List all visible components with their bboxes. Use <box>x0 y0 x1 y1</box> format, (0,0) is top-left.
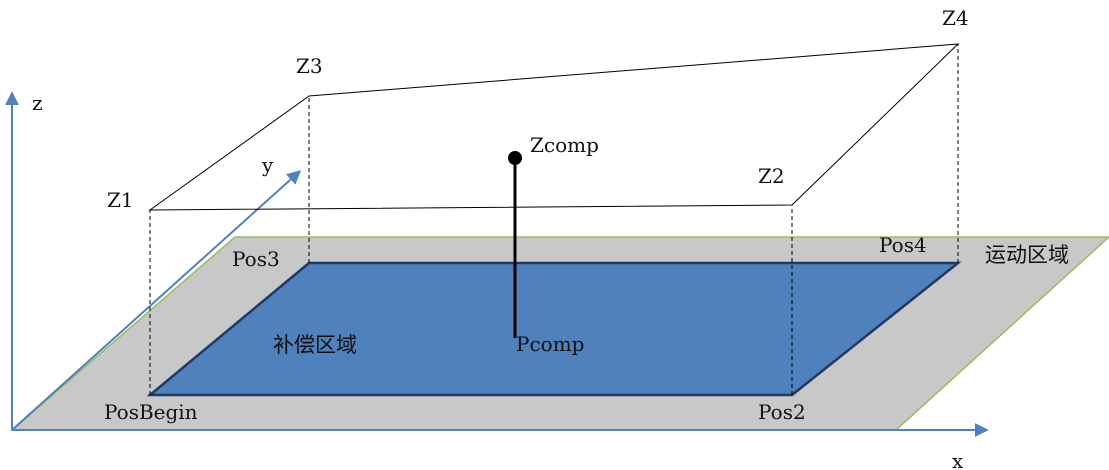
z3-label: Z3 <box>296 54 323 78</box>
pos3-label: Pos3 <box>232 247 280 271</box>
y-axis <box>11 170 302 431</box>
z2-label: Z2 <box>758 164 785 188</box>
comp-area-label: 补偿区域 <box>273 333 357 357</box>
z1-label: Z1 <box>107 188 134 212</box>
z-axis-label: z <box>32 91 43 115</box>
y-axis-label: y <box>261 153 274 177</box>
projection-lines <box>149 44 959 395</box>
zcomp-point <box>508 151 522 165</box>
x-axis-label: x <box>952 449 964 470</box>
pcomp-label: Pcomp <box>516 332 584 356</box>
zcomp-label: Zcomp <box>530 133 599 157</box>
pos4-label: Pos4 <box>879 233 927 257</box>
height-surface <box>148 43 960 211</box>
posbegin-label: PosBegin <box>104 400 198 424</box>
z4-label: Z4 <box>942 6 969 30</box>
pos2-label: Pos2 <box>758 400 806 424</box>
motion-area-label: 运动区域 <box>985 243 1069 267</box>
